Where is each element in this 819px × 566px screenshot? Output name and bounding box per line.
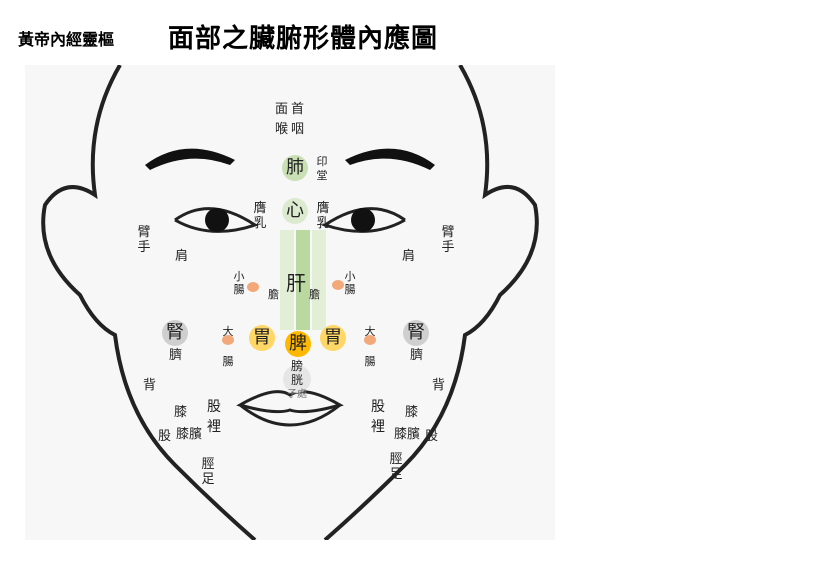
label-back-right: 背: [432, 378, 446, 393]
large-intestine-left-marker: [222, 335, 234, 345]
label-inner-thigh-right: 股裡: [371, 399, 385, 435]
label-stomach-right: 胃: [324, 327, 342, 348]
face-diagram: 面首 喉咽 肺 印堂 心 膺乳 膺乳 臂手 臂手 肩 肩 小腸 小腸 膽 膽 肝…: [25, 65, 555, 540]
label-kneecap-left: 膝臏: [176, 427, 203, 442]
stomach-left-marker: [249, 325, 275, 351]
kidney-left-marker: [162, 320, 188, 346]
label-kidney-left: 腎: [166, 322, 184, 343]
label-knee-right: 膝: [405, 405, 419, 420]
label-shin-foot-left: 脛足: [201, 457, 215, 487]
label-knee-left: 膝: [174, 405, 188, 420]
label-thigh-right: 股: [425, 429, 439, 444]
book-title: 黃帝內經靈樞: [18, 30, 115, 49]
label-breast-left: 膺乳: [253, 201, 267, 231]
label-gallbladder-right: 膽: [309, 288, 320, 301]
label-yintang: 印堂: [316, 155, 328, 182]
spleen-marker: [285, 331, 311, 357]
stomach-right-marker: [320, 325, 346, 351]
label-gallbladder-left: 膽: [268, 288, 279, 301]
label-bladder: 膀胱: [290, 359, 303, 387]
label-navel-left: 臍: [169, 348, 183, 363]
small-intestine-right-marker: [332, 280, 344, 290]
label-throat: 喉咽: [275, 122, 308, 137]
label-navel-right: 臍: [410, 348, 424, 363]
small-intestine-left-marker: [247, 282, 259, 292]
label-stomach-left: 胃: [253, 327, 271, 348]
lung-marker: [282, 155, 308, 181]
large-intestine-right-marker: [364, 335, 376, 345]
label-small-intestine-left: 小腸: [233, 270, 245, 296]
label-face-head: 面首: [275, 102, 308, 117]
label-kneecap-right: 膝臏: [394, 427, 421, 442]
label-large-intestine-right: 大腸: [364, 325, 376, 368]
label-uterus: 子處: [287, 389, 307, 400]
label-inner-thigh-left: 股裡: [207, 399, 221, 435]
label-shoulder-right: 肩: [402, 249, 416, 264]
face-drawing: [41, 65, 539, 540]
label-arm-left: 臂手: [137, 225, 151, 255]
kidney-right-marker: [403, 320, 429, 346]
page-title: 面部之臟腑形體內應圖: [168, 24, 439, 54]
label-liver: 肝: [286, 271, 306, 295]
label-spleen: 脾: [289, 333, 307, 354]
label-kidney-right: 腎: [407, 322, 425, 343]
label-heart: 心: [286, 200, 304, 221]
label-shin-foot-right: 脛足: [389, 452, 403, 482]
bladder-marker: [283, 365, 311, 393]
label-lung: 肺: [286, 157, 304, 178]
label-back-left: 背: [143, 378, 157, 393]
label-thigh-left: 股: [158, 429, 172, 444]
heart-marker: [282, 198, 308, 224]
label-large-intestine-left: 大腸: [222, 325, 234, 368]
label-small-intestine-right: 小腸: [344, 270, 356, 296]
label-shoulder-left: 肩: [175, 249, 189, 264]
label-arm-right: 臂手: [441, 225, 455, 255]
label-breast-right: 膺乳: [316, 201, 330, 231]
